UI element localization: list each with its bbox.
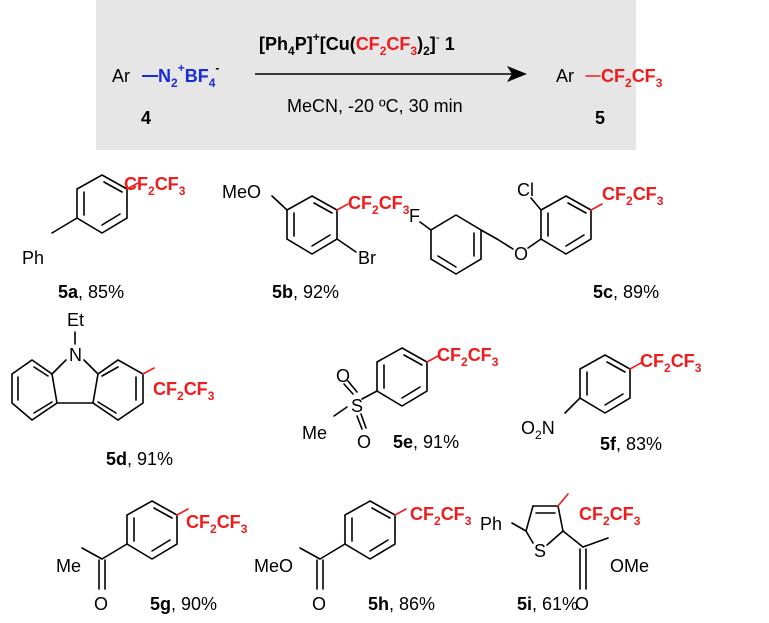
cf2cf3-5c: CF2CF3 — [602, 184, 664, 208]
svg-text:O: O — [312, 594, 326, 614]
svg-text:CF2CF3: CF2CF3 — [640, 351, 702, 375]
svg-text:Cl: Cl — [517, 180, 534, 200]
product-general: Ar CF2CF3 5 — [556, 66, 663, 128]
svg-text:S: S — [534, 541, 546, 561]
cf2cf3-5i: CF2CF3 — [579, 504, 641, 528]
svg-text:O: O — [336, 366, 350, 386]
compound-5d: Et N CF2CF3 5d, 91% — [11, 310, 215, 469]
svg-text:N2+BF4-: N2+BF4- — [158, 61, 219, 90]
reaction-arrow — [255, 66, 527, 82]
svg-text:CF2CF3: CF2CF3 — [348, 193, 410, 217]
reaction-conditions: MeCN, -20 ºC, 30 min — [287, 96, 463, 116]
svg-text:CF2CF3: CF2CF3 — [437, 345, 499, 369]
svg-text:Ph: Ph — [480, 514, 502, 534]
svg-text:N: N — [69, 345, 82, 365]
compound-5c: Cl CF2CF3 O F 5c, 89% — [409, 180, 664, 302]
svg-text:Me: Me — [302, 423, 327, 443]
svg-text:MeO: MeO — [222, 182, 261, 202]
cf2cf3-5h: CF2CF3 — [410, 504, 472, 528]
svg-text:Ar: Ar — [556, 66, 574, 86]
compound-5a: CF2CF3 Ph 5a, 85% — [22, 174, 186, 302]
cf2cf3-5e: CF2CF3 — [437, 345, 499, 369]
cf2cf3-5d: CF2CF3 — [153, 379, 215, 403]
label-5c: 5c, 89% — [593, 282, 659, 302]
svg-text:F: F — [409, 206, 420, 226]
label-5e: 5e, 91% — [393, 432, 459, 452]
compound-5f: CF2CF3 O2N 5f, 83% — [521, 351, 702, 454]
label-5f: 5f, 83% — [600, 434, 662, 454]
cf2cf3-5g: CF2CF3 — [186, 512, 248, 536]
svg-text:O: O — [357, 432, 371, 452]
product-label: 5 — [595, 108, 605, 128]
reactant-label: 4 — [141, 108, 151, 128]
svg-text:S: S — [351, 396, 363, 416]
label-5h: 5h, 86% — [368, 594, 435, 614]
svg-text:Br: Br — [358, 248, 376, 268]
reaction-box — [96, 0, 636, 150]
label-5b: 5b, 92% — [272, 282, 339, 302]
compound-5i: S Ph CF2CF3 OMe O 5i, 61% — [480, 493, 649, 614]
compound-5b: MeO CF2CF3 Br 5b, 92% — [222, 182, 410, 302]
svg-text:CF2CF3: CF2CF3 — [410, 504, 472, 528]
svg-text:Et: Et — [67, 310, 84, 330]
compound-5e: CF2CF3 S O O Me 5e, 91% — [302, 345, 499, 452]
svg-text:O2N: O2N — [521, 418, 555, 442]
cf2cf3-5a: CF2CF3 — [124, 174, 186, 198]
svg-text:O: O — [575, 594, 589, 614]
svg-text:O: O — [94, 594, 108, 614]
svg-text:Me: Me — [56, 556, 81, 576]
svg-text:MeO: MeO — [254, 556, 293, 576]
compound-5h: CF2CF3 MeO O 5h, 86% — [254, 500, 472, 614]
cf2cf3-5f: CF2CF3 — [640, 351, 702, 375]
svg-text:CF2CF3: CF2CF3 — [124, 174, 186, 198]
svg-text:CF2CF3: CF2CF3 — [601, 66, 663, 90]
reagent: [Ph4P]+[Cu(CF2CF3)2]- 1 — [259, 30, 455, 58]
svg-text:O: O — [514, 244, 528, 264]
svg-text:CF2CF3: CF2CF3 — [579, 504, 641, 528]
svg-text:CF2CF3: CF2CF3 — [186, 512, 248, 536]
svg-text:CF2CF3: CF2CF3 — [153, 379, 215, 403]
svg-text:Ph: Ph — [22, 248, 44, 268]
label-5i: 5i, 61% — [517, 594, 578, 614]
label-5g: 5g, 90% — [150, 594, 217, 614]
svg-text:OMe: OMe — [610, 556, 649, 576]
label-5d: 5d, 91% — [106, 449, 173, 469]
cf2cf3-5b: CF2CF3 — [348, 193, 410, 217]
reactant-diazonium-salt: Ar N2+BF4- 4 — [112, 61, 219, 128]
reactant-ar: Ar — [112, 66, 130, 86]
label-5a: 5a, 85% — [58, 282, 124, 302]
compound-5g: CF2CF3 Me O 5g, 90% — [56, 500, 248, 614]
svg-text:CF2CF3: CF2CF3 — [602, 184, 664, 208]
